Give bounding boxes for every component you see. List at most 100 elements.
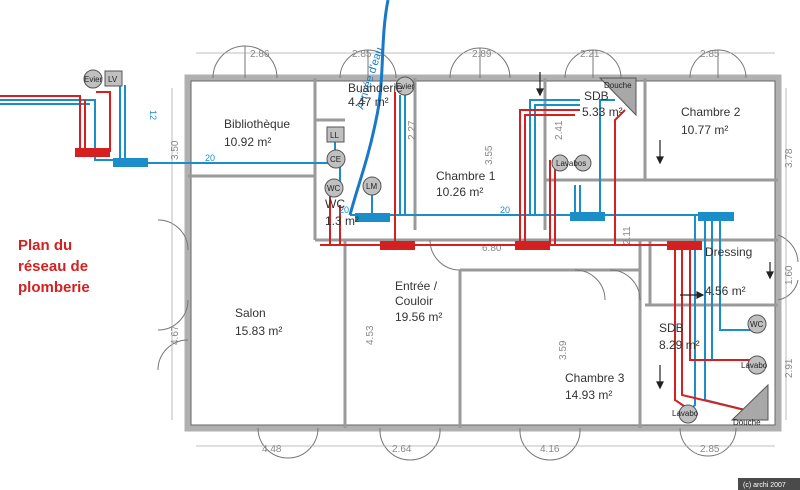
evier-buanderie-icon: [395, 76, 415, 96]
ll-icon: [326, 126, 345, 143]
title-line-1: Plan du: [18, 237, 72, 254]
dim-inner-211: 2.11: [622, 226, 633, 245]
fixture-lm: LM: [366, 182, 377, 191]
evier-outside-icon: [83, 69, 103, 89]
room-bibliotheque-name: Bibliothèque: [224, 117, 290, 131]
fixture-lavabo-left: Lavabo: [672, 409, 699, 418]
copyright-badge: [738, 478, 800, 490]
walls: [184, 74, 782, 432]
pipe-label-20-a: 20: [205, 153, 215, 163]
room-chambre3-area: 14.93 m²: [565, 388, 612, 402]
cold-water-pipes: [0, 85, 755, 411]
cold-manifold-wc: [355, 213, 390, 222]
manifolds: [75, 148, 734, 250]
douche-bottom-icon: [730, 383, 769, 421]
douche-top-icon: [598, 77, 637, 117]
dim-left-2: 4.67: [170, 325, 181, 345]
dim-bot-2: 2.64: [392, 444, 412, 455]
dim-inner-241: 2.41: [554, 120, 565, 140]
fixture-lavabo-right: Lavabo: [741, 361, 768, 370]
fixture-douche-top: Douche: [604, 81, 632, 90]
room-sdb-bottom-name: SDB: [659, 321, 684, 335]
fixture-lv: LV: [108, 75, 118, 84]
lavabo-left-icon: [678, 404, 698, 424]
room-wc-area: 1.3 m²: [325, 214, 359, 228]
room-entree-area: 19.56 m²: [395, 310, 442, 324]
room-sdb-top-area: 5.33 m²: [582, 105, 623, 119]
hot-manifold-corridor: [380, 241, 415, 250]
room-wc-name: WC: [325, 197, 345, 211]
wc-small-icon: [324, 178, 344, 198]
room-salon-area: 15.83 m²: [235, 324, 282, 338]
room-chambre1-name: Chambre 1: [436, 169, 496, 183]
dim-inner-355: 3.55: [484, 145, 495, 165]
room-labels: Bibliothèque 10.92 m² Buanderie 4.47 m² …: [224, 81, 752, 402]
outer-wall-inner-line: [190, 80, 776, 426]
dim-inner-453: 4.53: [365, 325, 376, 345]
room-chambre3-name: Chambre 3: [565, 371, 625, 385]
dimension-lines: [171, 52, 787, 447]
wc-sdb-icon: [747, 314, 767, 334]
hot-manifold-ch1: [515, 241, 550, 250]
fixture-evier-outside: Evier: [84, 75, 103, 84]
copyright-text: (c) archi 2007: [743, 482, 786, 489]
fixtures: Evier LV Evier LL CE WC LM Douche Lavabo…: [83, 69, 769, 427]
room-chambre2-name: Chambre 2: [681, 105, 741, 119]
room-chambre2-area: 10.77 m²: [681, 123, 728, 137]
dim-top-5: 2.85: [700, 49, 720, 60]
room-entree-name: Entrée /: [395, 279, 438, 293]
hot-manifold-dressing: [667, 241, 702, 250]
dim-inner-227: 2.27: [407, 120, 418, 140]
room-bibliotheque-area: 10.92 m²: [224, 135, 271, 149]
dim-top-3: 2.89: [472, 49, 492, 60]
dim-bot-1: 4.48: [262, 444, 282, 455]
hot-water-pipes: [0, 91, 750, 411]
title-line-2: réseau de: [18, 258, 88, 275]
dim-top-1: 2.86: [250, 49, 270, 60]
room-couloir-name: Couloir: [395, 294, 433, 308]
lavabo-right-icon: [747, 355, 767, 375]
room-buanderie-area: 4.47 m²: [348, 95, 389, 109]
room-salon-name: Salon: [235, 306, 266, 320]
drain-arrows: [536, 72, 774, 390]
hot-manifold-outside: [75, 148, 110, 157]
dim-left-1: 3.50: [170, 140, 181, 160]
fixture-evier-buanderie: Evier: [396, 82, 415, 91]
fixture-douche-bottom: Douche: [733, 418, 761, 427]
room-dressing-name: Dressing: [705, 245, 752, 259]
plan-title: Plan du réseau de plomberie: [18, 237, 90, 296]
pipe-label-12: 12: [148, 110, 158, 120]
cold-manifold-dressing: [698, 212, 734, 221]
dim-bot-3: 4.16: [540, 444, 560, 455]
room-sdb-bottom-area: 8.29 m²: [659, 338, 700, 352]
room-chambre1-area: 10.26 m²: [436, 185, 483, 199]
dim-inner-359: 3.59: [558, 340, 569, 360]
dim-top-2: 2.85: [352, 49, 372, 60]
lavabo-2-icon: [574, 154, 592, 172]
fixture-lavabos: Lavabos: [556, 159, 586, 168]
pipe-label-20-b: 20: [339, 205, 349, 215]
lm-icon: [362, 176, 382, 196]
ce-icon: [326, 149, 346, 169]
dim-inner-680: 6.80: [482, 243, 502, 254]
fixture-wc-small: WC: [327, 184, 341, 193]
title-line-3: plomberie: [18, 279, 90, 296]
room-dressing-area: 4.56 m²: [705, 284, 746, 298]
fixture-ce: CE: [330, 155, 341, 164]
fixture-wc-sdb: WC: [750, 320, 764, 329]
cold-manifold-outside: [113, 158, 148, 167]
room-sdb-top-name: SDB: [584, 89, 609, 103]
dim-right-3: 2.91: [784, 358, 795, 378]
dim-top-4: 2.21: [580, 49, 600, 60]
dim-right-1: 3.78: [784, 148, 795, 168]
lavabo-1-icon: [551, 154, 569, 172]
pipe-label-20-c: 20: [500, 205, 510, 215]
outer-wall: [184, 74, 782, 432]
water-supply-line: [348, 0, 390, 216]
room-buanderie-name: Buanderie: [348, 81, 403, 95]
dim-bot-4: 2.85: [700, 444, 720, 455]
fixture-ll: LL: [330, 131, 339, 140]
cold-manifold-sdb: [570, 212, 605, 221]
lv-icon: [104, 70, 123, 87]
